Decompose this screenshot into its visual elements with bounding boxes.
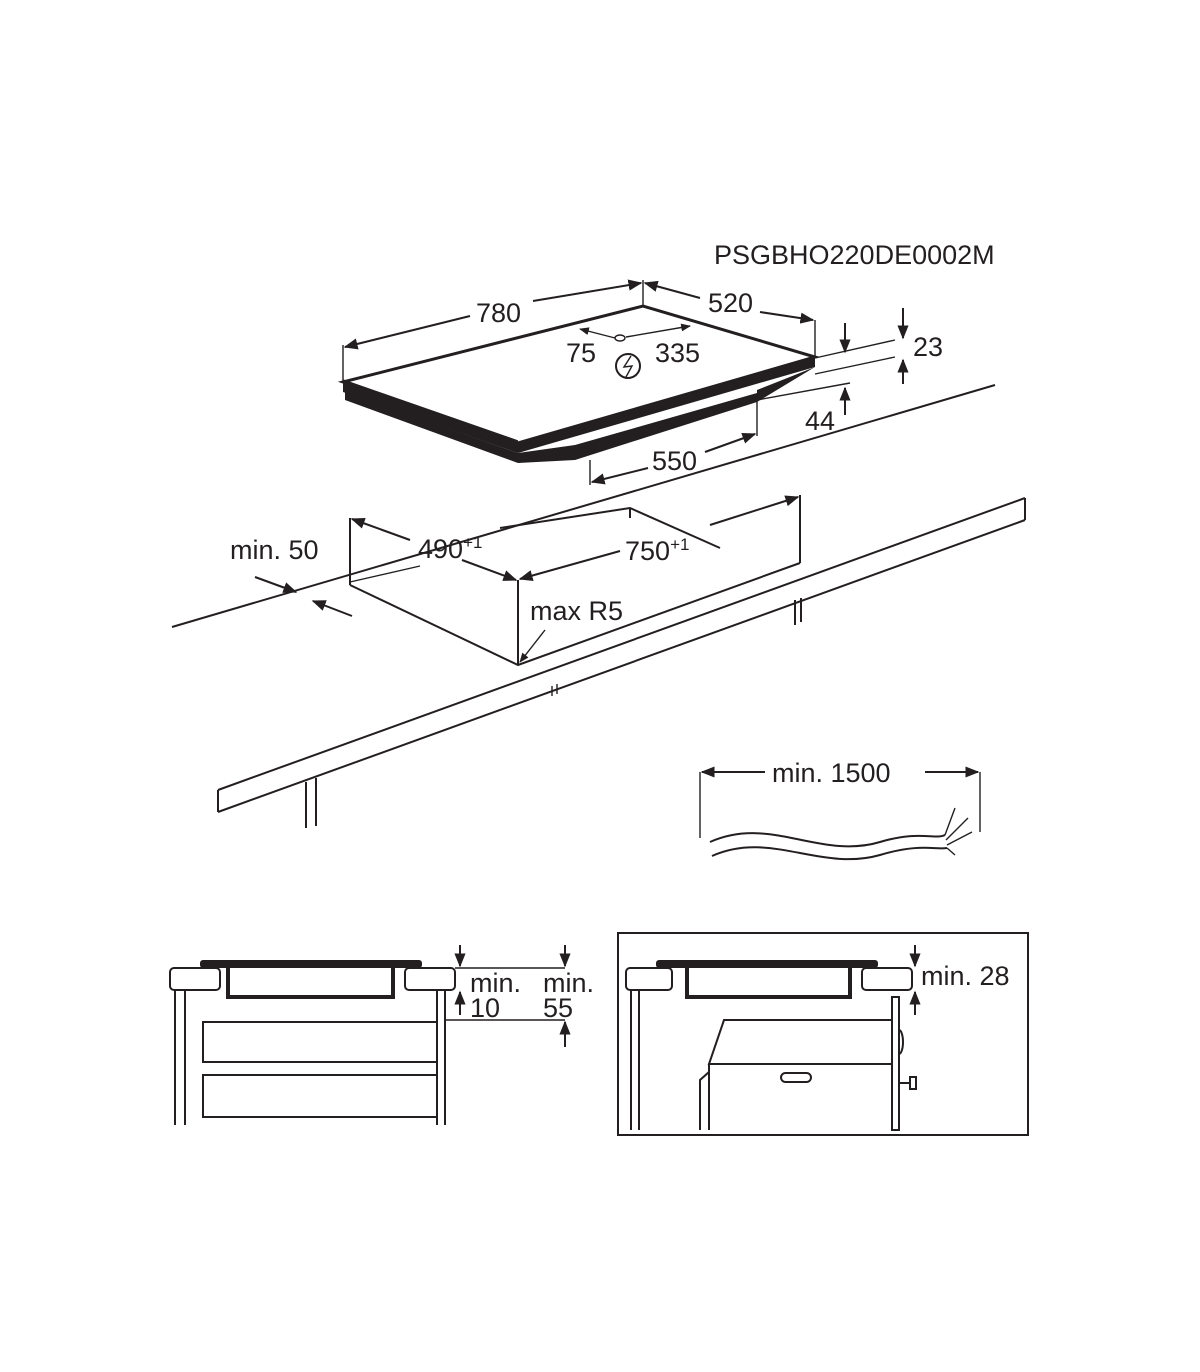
- min-value-a: 10: [470, 993, 500, 1023]
- section-oven: [617, 932, 1029, 1136]
- conn-left-label: 75: [566, 338, 596, 368]
- conn-right-label: 335: [655, 338, 700, 368]
- cable-length-label: min. 1500: [772, 758, 891, 788]
- section-drawers: [169, 945, 571, 1125]
- min-edge-label: min. 50: [230, 535, 319, 565]
- hob-width-label: 780: [476, 298, 521, 328]
- cutout-depth-label: 490+1: [418, 533, 482, 564]
- corner-radius-label: max R5: [530, 596, 623, 626]
- hob-perspective: [337, 304, 821, 463]
- electrical-connection-icon: [615, 353, 641, 379]
- power-cable: [699, 766, 981, 861]
- base-width-label: 550: [652, 446, 697, 476]
- total-height-label: 44: [805, 406, 835, 436]
- min-label-a: min.: [470, 968, 521, 998]
- min-value-b: 55: [543, 993, 573, 1023]
- worktop: [171, 384, 1026, 828]
- glass-height-label: 23: [913, 332, 943, 362]
- hob-depth-label: 520: [708, 288, 753, 318]
- cutout: [349, 495, 801, 667]
- min-label-b: min.: [543, 968, 594, 998]
- oven-clearance-label: min. 28: [921, 961, 1010, 991]
- cutout-width-label: 750+1: [625, 535, 689, 566]
- model-code: PSGBHO220DE0002M: [714, 240, 995, 270]
